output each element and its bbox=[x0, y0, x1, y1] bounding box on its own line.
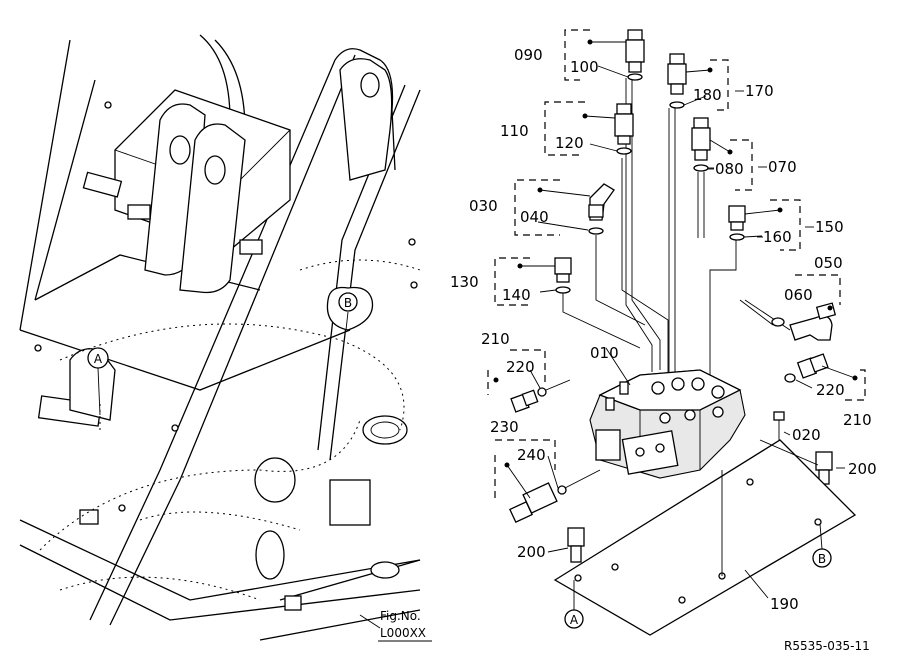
fitting-240 bbox=[509, 469, 601, 524]
label-220-left: 220 bbox=[506, 358, 535, 376]
control-valve-010 bbox=[589, 369, 746, 479]
fitting-160 bbox=[728, 205, 746, 241]
marker-a: A bbox=[87, 347, 109, 416]
label-120: 120 bbox=[555, 134, 584, 152]
label-070: 070 bbox=[768, 158, 797, 176]
marker-b-label: B bbox=[344, 296, 352, 310]
label-100: 100 bbox=[570, 58, 599, 76]
label-040: 040 bbox=[520, 208, 549, 226]
marker-b: B bbox=[326, 286, 374, 331]
fig-no-code: L000XX bbox=[380, 626, 426, 640]
label-200-left: 200 bbox=[517, 543, 546, 561]
elbow-050 bbox=[771, 302, 837, 341]
elbow-040 bbox=[588, 183, 615, 235]
label-190: 190 bbox=[770, 595, 799, 613]
fitting-180 bbox=[667, 53, 687, 109]
fitting-100 bbox=[625, 29, 645, 81]
fitting-220-left bbox=[510, 379, 571, 413]
frame-illustration: A B Fig.No. L000XX bbox=[19, 34, 432, 642]
label-240: 240 bbox=[517, 446, 546, 464]
label-220-right: 220 bbox=[816, 381, 845, 399]
marker-b-plate-label: B bbox=[818, 552, 826, 566]
label-210-left: 210 bbox=[481, 330, 510, 348]
label-210-right: 210 bbox=[843, 411, 872, 429]
fig-no-callout: Fig.No. L000XX bbox=[359, 609, 432, 642]
fitting-080 bbox=[691, 117, 711, 172]
label-200-right: 200 bbox=[848, 460, 877, 478]
label-030: 030 bbox=[469, 197, 498, 215]
label-170: 170 bbox=[745, 82, 774, 100]
label-010: 010 bbox=[590, 344, 619, 362]
label-150: 150 bbox=[815, 218, 844, 236]
drawing-code: R5535-035-11 bbox=[784, 639, 870, 653]
fitting-220-right bbox=[784, 353, 829, 383]
label-130: 130 bbox=[450, 273, 479, 291]
label-140: 140 bbox=[502, 286, 531, 304]
label-050: 050 bbox=[814, 254, 843, 272]
label-020: 020 bbox=[792, 426, 821, 444]
label-230: 230 bbox=[490, 418, 519, 436]
marker-a-plate-label: A bbox=[570, 613, 579, 627]
marker-a-label: A bbox=[94, 352, 103, 366]
label-180: 180 bbox=[693, 86, 722, 104]
label-090: 090 bbox=[514, 46, 543, 64]
fitting-120 bbox=[614, 103, 634, 155]
label-080: 080 bbox=[715, 160, 744, 178]
marker-b-plate: B bbox=[812, 523, 832, 568]
fig-no-label: Fig.No. bbox=[380, 609, 421, 623]
fitting-140 bbox=[554, 257, 572, 294]
label-110: 110 bbox=[500, 122, 529, 140]
bolt-200-left bbox=[567, 527, 585, 563]
base-plate-190 bbox=[553, 439, 857, 636]
valve-illustration: A B 090 100 180 170 110 120 080 070 030 … bbox=[450, 29, 877, 636]
label-160: 160 bbox=[763, 228, 792, 246]
label-060: 060 bbox=[784, 286, 813, 304]
marker-a-plate: A bbox=[564, 580, 584, 629]
